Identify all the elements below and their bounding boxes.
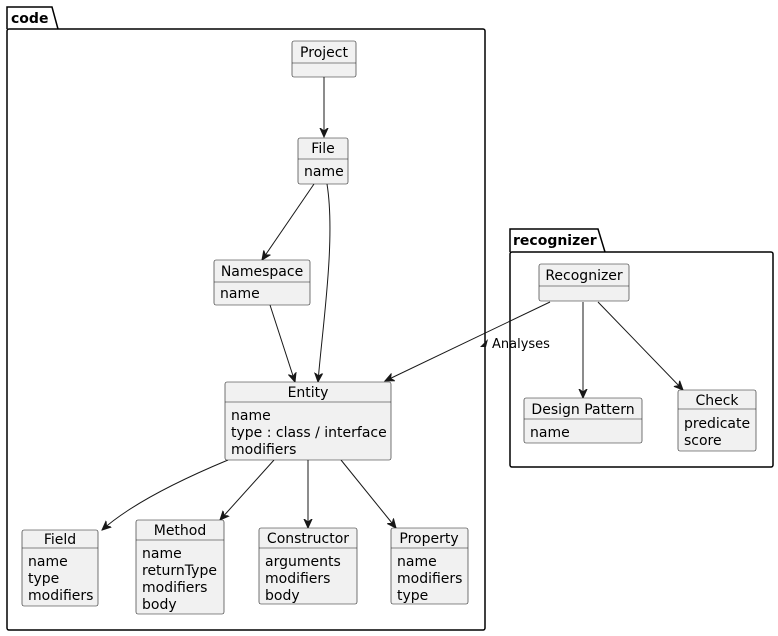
edge-recognizer-entity	[385, 301, 551, 381]
edges: Analyses	[102, 77, 683, 530]
edge-entity-field	[102, 459, 229, 530]
object-check-field: predicate	[684, 416, 750, 432]
object-entity: Entity name type : class / interface mod…	[224, 381, 392, 461]
object-entity-field: name	[231, 408, 271, 424]
object-method: Method name returnType modifiers body	[135, 519, 225, 615]
object-constructor-name: Constructor	[267, 531, 349, 547]
object-property-field: type	[397, 588, 428, 604]
object-file-name: File	[311, 141, 334, 157]
object-field-field: name	[28, 554, 68, 570]
object-recognizer: Recognizer	[538, 263, 630, 302]
package-code: code	[6, 6, 486, 631]
object-method-field: modifiers	[142, 580, 207, 596]
object-property: Property name modifiers type	[390, 527, 469, 605]
object-file-field: name	[304, 164, 344, 180]
object-field-field: modifiers	[28, 588, 93, 604]
object-field: Field name type modifiers	[21, 529, 99, 607]
object-method-field: returnType	[142, 563, 217, 579]
object-design-pattern-name: Design Pattern	[531, 402, 634, 418]
edge-entity-property	[340, 459, 396, 528]
object-namespace: Namespace name	[213, 259, 311, 306]
analyses-direction-arrow	[480, 339, 488, 347]
object-field-name: Field	[44, 532, 76, 548]
object-entity-field: modifiers	[231, 442, 296, 458]
object-file: File name	[297, 137, 349, 185]
object-recognizer-name: Recognizer	[545, 268, 623, 284]
edge-label-analyses: Analyses	[492, 337, 550, 352]
object-method-field: body	[142, 597, 177, 613]
package-code-title: code	[11, 11, 48, 27]
object-property-field: modifiers	[397, 571, 462, 587]
object-field-field: type	[28, 571, 59, 587]
object-project-name: Project	[300, 45, 348, 61]
object-method-name: Method	[154, 523, 207, 539]
object-constructor-field: modifiers	[265, 571, 330, 587]
object-project: Project	[291, 40, 357, 78]
object-namespace-field: name	[220, 286, 260, 302]
edge-namespace-entity	[269, 304, 295, 382]
edge-recognizer-check	[597, 301, 683, 390]
object-constructor: Constructor arguments modifiers body	[258, 527, 358, 605]
object-constructor-field: body	[265, 588, 300, 604]
object-property-field: name	[397, 554, 437, 570]
object-design-pattern-field: name	[530, 425, 570, 441]
object-entity-name: Entity	[288, 385, 329, 401]
object-property-name: Property	[399, 531, 458, 547]
object-method-field: name	[142, 546, 182, 562]
package-recognizer-title: recognizer	[513, 233, 597, 249]
object-design-pattern: Design Pattern name	[523, 397, 643, 444]
object-constructor-field: arguments	[265, 554, 341, 570]
object-namespace-name: Namespace	[221, 264, 303, 280]
object-entity-field: type : class / interface	[231, 425, 387, 441]
edge-entity-method	[220, 459, 275, 520]
object-check-field: score	[684, 433, 722, 449]
edge-file-namespace	[262, 183, 315, 260]
object-check-name: Check	[695, 393, 739, 409]
edge-file-entity	[318, 183, 331, 382]
object-check: Check predicate score	[677, 389, 757, 452]
